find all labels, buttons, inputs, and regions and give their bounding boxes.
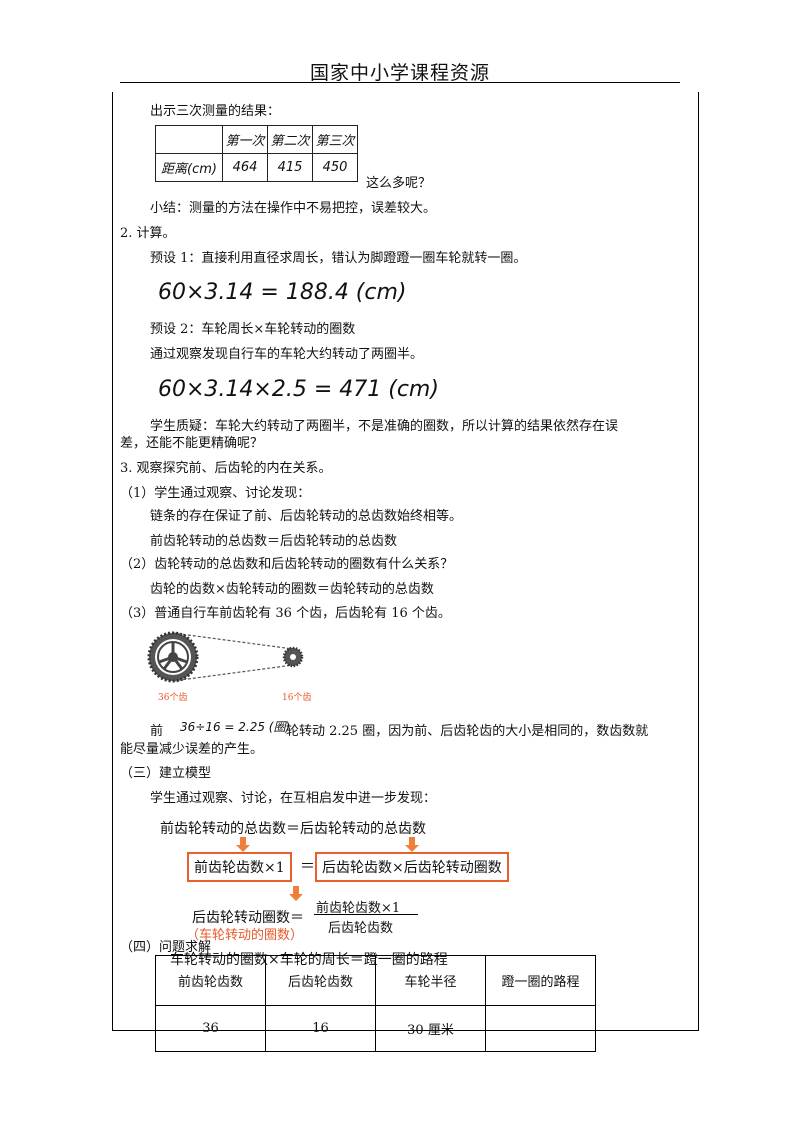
model-equation-top: 前齿轮转动的总齿数＝后齿轮转动的总齿数 — [160, 821, 426, 837]
gear-result-text: 轮转动 2.25 圈，因为前、后齿轮齿的大小是相同的，数齿数就 — [286, 724, 649, 739]
gear-p1b: 前齿轮转动的总齿数＝后齿轮转动的总齿数 — [150, 534, 398, 549]
model-heading: （三）建立模型 — [120, 766, 212, 781]
solve-header-1: 前齿轮齿数 — [155, 955, 266, 1006]
gear-p1a: 链条的存在保证了前、后齿轮转动的总齿数始终相等。 — [150, 509, 463, 524]
calc-formula1: 60×3.14 = 188.4 (cm) — [158, 280, 407, 305]
solve-table: 前齿轮齿数 后齿轮齿数 车轮半径 蹬一圈的路程 36 16 30 厘米 — [155, 955, 596, 1052]
front-gear-icon — [147, 631, 199, 683]
down-arrow-icon — [236, 837, 250, 852]
calc-question-1: 学生质疑：车轮大约转动了两圈半，不是准确的圈数，所以计算的结果依然存在误 — [150, 419, 619, 434]
gear-p1: （1）学生通过观察、讨论发现： — [120, 486, 311, 501]
rear-gear-label: 16个齿 — [282, 693, 312, 703]
model-equals: ＝ — [300, 857, 316, 875]
gear-result-prefix: 前 — [150, 724, 164, 739]
chain — [172, 632, 294, 682]
solve-value-1: 36 — [155, 1005, 266, 1052]
down-arrow-icon — [405, 837, 419, 852]
rear-gear-icon — [282, 646, 304, 668]
measure-value-2: 415 — [267, 153, 313, 182]
measure-value-1: 464 — [222, 153, 268, 182]
calc-hypo1: 预设 1：直接利用直径求周长，错认为脚蹬蹬一圈车轮就转一圈。 — [150, 251, 527, 266]
fraction-lhs: 后齿轮转动圈数＝ — [192, 910, 304, 926]
gear-result-formula: 36÷16 = 2.25 (圈) — [180, 720, 291, 734]
measure-summary: 小结：测量的方法在操作中不易把控，误差较大。 — [150, 201, 437, 216]
calc-hypo2: 预设 2：车轮周长×车轮转动的圈数 — [150, 322, 356, 337]
model-box-right: 后齿轮齿数×后齿轮转动圈数 — [315, 852, 509, 882]
solve-value-4 — [485, 1005, 596, 1052]
measure-table: 第一次 第二次 第三次 距离(cm) 464 415 450 — [155, 125, 358, 182]
model-note-red: （车轮转动的圈数） — [186, 928, 304, 943]
gear-heading: 3. 观察探究前、后齿轮的内在关系。 — [120, 461, 332, 476]
fraction-bar — [314, 914, 418, 915]
down-arrow-icon — [289, 886, 303, 901]
header-rule — [120, 82, 680, 83]
measure-header-empty — [155, 125, 223, 154]
calc-question-2: 差，还能不能更精确呢？ — [120, 436, 264, 451]
gear-p3: （3）普通自行车前齿轮有 36 个齿，后齿轮有 16 个齿。 — [120, 606, 451, 621]
gear-p2a: 齿轮的齿数×齿轮转动的圈数＝齿轮转动的总齿数 — [150, 582, 434, 597]
front-gear-label: 36个齿 — [158, 693, 188, 703]
gear-chain-diagram — [147, 631, 304, 683]
calc-observe: 通过观察发现自行车的车轮大约转动了两圈半。 — [150, 347, 424, 362]
solve-header-3: 车轮半径 — [375, 955, 486, 1006]
measure-row-label: 距离(cm) — [155, 153, 223, 182]
solve-value-2: 16 — [265, 1005, 376, 1052]
measure-intro: 出示三次测量的结果： — [150, 104, 281, 119]
gear-result-text2: 能尽量减少误差的产生。 — [120, 742, 264, 757]
measure-header-2: 第二次 — [267, 125, 313, 154]
fraction-numerator: 前齿轮齿数×1 — [316, 901, 401, 916]
measure-value-3: 450 — [312, 153, 358, 182]
model-intro: 学生通过观察、讨论，在互相启发中进一步发现： — [150, 791, 437, 806]
gear-p2: （2）齿轮转动的总齿数和后齿轮转动的圈数有什么关系？ — [120, 557, 454, 572]
solve-heading: （四）问题求解 — [120, 940, 212, 955]
calc-formula2: 60×3.14×2.5 = 471 (cm) — [158, 377, 439, 402]
measure-header-3: 第三次 — [312, 125, 358, 154]
solve-value-3: 30 厘米 — [375, 1005, 486, 1052]
measure-tail: 这么多呢？ — [366, 176, 432, 191]
measure-header-1: 第一次 — [222, 125, 268, 154]
fraction-denominator: 后齿轮齿数 — [328, 921, 394, 936]
calc-heading: 2. 计算。 — [120, 226, 176, 241]
page-header: 国家中小学课程资源 — [309, 62, 490, 84]
model-box-left: 前齿轮齿数×1 — [187, 852, 292, 882]
solve-header-4: 蹬一圈的路程 — [485, 955, 596, 1006]
solve-header-2: 后齿轮齿数 — [265, 955, 376, 1006]
